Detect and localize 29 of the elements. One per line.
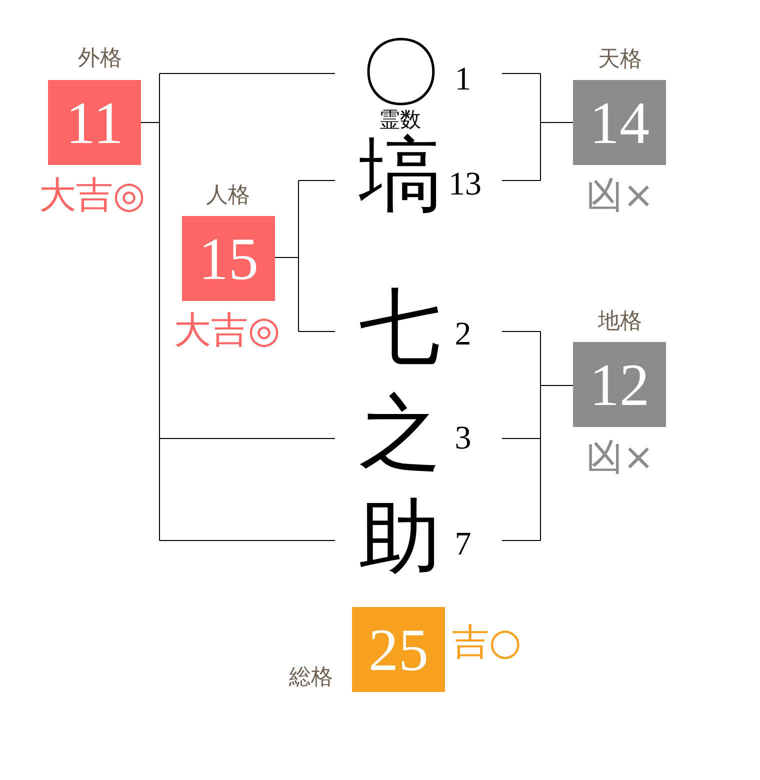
stroke-count: 3 — [454, 422, 472, 456]
category-label: 総格 — [289, 667, 333, 689]
annotation: 霊数 — [379, 110, 421, 130]
fortune-label: 凶× — [586, 438, 654, 476]
name-character: 之 — [359, 393, 441, 475]
connector-line — [502, 331, 574, 541]
fortune-label: 凶× — [586, 176, 654, 214]
category-label: 地格 — [598, 311, 642, 333]
score-number: 11 — [66, 92, 124, 152]
name-character: 七 — [359, 287, 441, 369]
connector-line — [140, 73, 336, 541]
name-character: 助 — [359, 497, 441, 579]
category-label: 外格 — [78, 48, 122, 70]
score-number: 12 — [590, 354, 650, 414]
fortune-label: 大吉◎ — [174, 312, 280, 348]
category-label: 人格 — [206, 185, 250, 207]
stroke-count: 1 — [454, 64, 472, 96]
score-number: 14 — [590, 92, 650, 152]
fortune-label: 吉○ — [452, 624, 522, 660]
score-number: 25 — [368, 620, 428, 680]
name-character: 塙 — [359, 135, 441, 217]
stroke-count: 2 — [454, 318, 472, 352]
stroke-count: 7 — [454, 528, 472, 562]
stroke-count: 13 — [448, 168, 482, 202]
score-number: 15 — [198, 228, 258, 288]
connector-line — [502, 73, 574, 181]
category-label: 天格 — [598, 49, 642, 71]
fortune-label: 大吉◎ — [38, 176, 146, 214]
connector-line — [274, 180, 336, 332]
